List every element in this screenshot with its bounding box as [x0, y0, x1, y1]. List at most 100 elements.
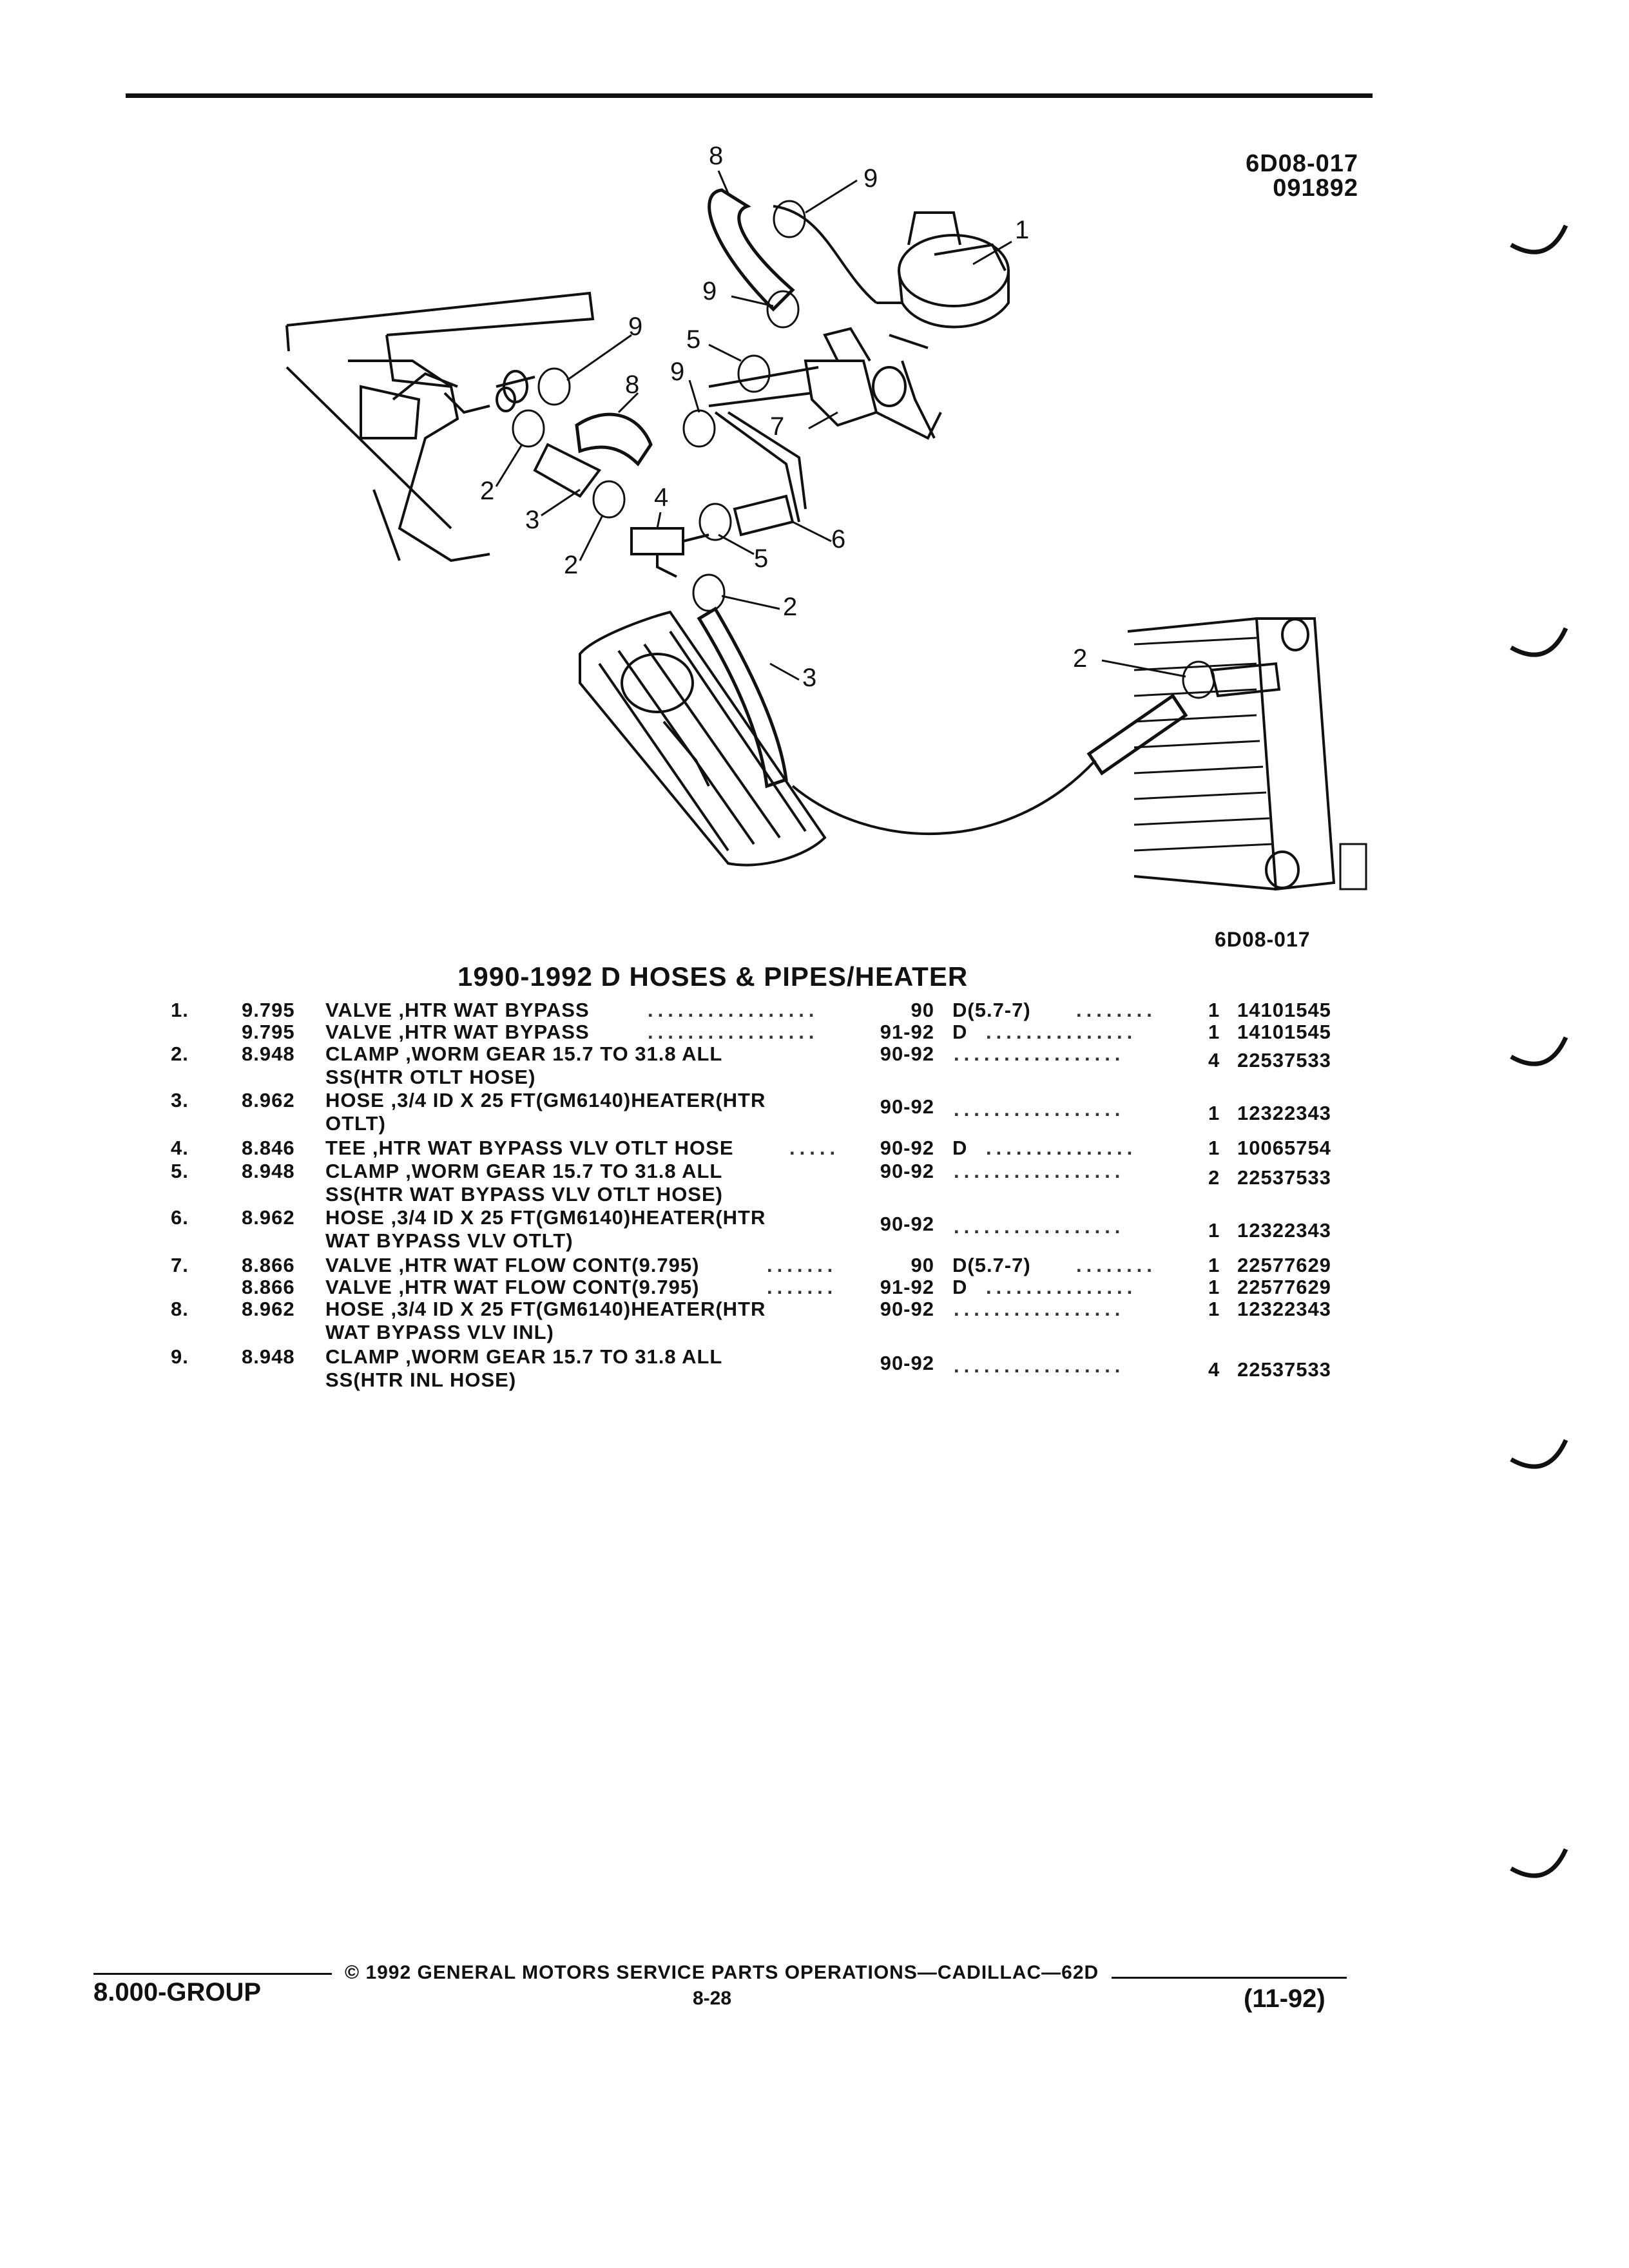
figure-code: 6D08-017 [1246, 150, 1358, 177]
part-number: 22577629 [1237, 1254, 1331, 1276]
section-title: 1990-1992 D HOSES & PIPES/HEATER [458, 961, 969, 992]
leader-dots: ....... [767, 1276, 838, 1298]
callout-label: 9 [628, 312, 642, 341]
part-description: CLAMP ,WORM GEAR 15.7 TO 31.8 ALL [325, 1160, 723, 1182]
item-number: 3. [171, 1089, 189, 1111]
illustration-code: 6D08-017 [1215, 928, 1311, 951]
leader-dots: ................. [954, 1354, 1125, 1377]
table-row: 2. 8.948 CLAMP ,WORM GEAR 15.7 TO 31.8 A… [0, 1043, 1629, 1089]
item-number: 8. [171, 1298, 189, 1320]
table-row: 5. 8.948 CLAMP ,WORM GEAR 15.7 TO 31.8 A… [0, 1160, 1629, 1206]
part-description-cont: WAT BYPASS VLV INL) [325, 1321, 554, 1343]
quantity: 1 [1208, 999, 1220, 1021]
group-number: 8.962 [242, 1298, 295, 1320]
leader-dots: ..... [789, 1137, 840, 1159]
item-number: 1. [171, 999, 189, 1021]
revision-date: (11-92) [1244, 1984, 1325, 2013]
table-row: 9.795 VALVE ,HTR WAT BYPASS ............… [0, 1021, 1629, 1044]
quantity: 4 [1208, 1049, 1220, 1072]
part-number: 14101545 [1237, 1021, 1331, 1043]
part-number: 12322343 [1237, 1102, 1331, 1124]
table-row: 9. 8.948 CLAMP ,WORM GEAR 15.7 TO 31.8 A… [0, 1345, 1629, 1392]
item-number: 5. [171, 1160, 189, 1182]
callout-label: 6 [831, 525, 845, 553]
part-description: VALVE ,HTR WAT BYPASS [325, 1021, 590, 1043]
item-number: 6. [171, 1206, 189, 1229]
part-number: 22537533 [1237, 1166, 1331, 1189]
callout-label: 7 [770, 412, 784, 441]
copyright-line: © 1992 GENERAL MOTORS SERVICE PARTS OPER… [345, 1962, 1099, 1983]
group-number: 8.948 [242, 1160, 295, 1182]
callout-label: 2 [564, 551, 578, 579]
callout-label: 9 [863, 164, 878, 193]
quantity: 1 [1208, 1137, 1220, 1159]
part-description: CLAMP ,WORM GEAR 15.7 TO 31.8 ALL [325, 1043, 723, 1065]
part-number: 12322343 [1237, 1219, 1331, 1242]
leader-dots: ................. [648, 999, 819, 1021]
table-row: 7. 8.866 VALVE ,HTR WAT FLOW CONT(9.795)… [0, 1254, 1629, 1277]
leader-dots: ................. [954, 1160, 1125, 1182]
model: D [952, 1021, 968, 1043]
quantity: 2 [1208, 1166, 1220, 1189]
callout-label: 8 [625, 370, 639, 399]
callout-label: 2 [783, 593, 797, 621]
part-description-cont: SS(HTR OTLT HOSE) [325, 1066, 536, 1088]
part-number: 22577629 [1237, 1276, 1331, 1298]
part-description-cont: SS(HTR INL HOSE) [325, 1369, 517, 1391]
item-number: 2. [171, 1043, 189, 1065]
leader-dots: ........ [1076, 999, 1157, 1021]
model: D [952, 1276, 968, 1298]
exploded-parts-illustration: 8 9 1 9 5 9 8 9 7 2 3 4 6 5 2 2 3 2 [285, 142, 1367, 891]
part-description: HOSE ,3/4 ID X 25 FT(GM6140)HEATER(HTR [325, 1298, 766, 1320]
part-description-cont: WAT BYPASS VLV OTLT) [325, 1229, 574, 1252]
page-number: 8-28 [693, 1988, 732, 2009]
part-number: 22537533 [1237, 1049, 1331, 1072]
callout-label: 9 [670, 358, 684, 386]
leader-dots: ............... [986, 1276, 1137, 1298]
group-label: 8.000-GROUP [93, 1978, 262, 2006]
part-number: 14101545 [1237, 999, 1331, 1021]
footer-rule-right [1112, 1977, 1347, 1979]
callout-label: 3 [802, 664, 816, 692]
callout-label: 9 [702, 277, 717, 305]
top-rule [126, 93, 1373, 98]
group-number: 8.846 [242, 1137, 295, 1159]
callout-label: 5 [754, 544, 768, 573]
leader-dots: ............... [986, 1137, 1137, 1159]
years: 90-92 [880, 1160, 934, 1182]
callout-label: 8 [709, 142, 723, 170]
group-number: 8.948 [242, 1345, 295, 1368]
years: 90-92 [880, 1352, 934, 1374]
item-number: 4. [171, 1137, 189, 1159]
model: D(5.7-7) [952, 999, 1031, 1021]
table-row: 8. 8.962 HOSE ,3/4 ID X 25 FT(GM6140)HEA… [0, 1298, 1629, 1344]
group-number: 8.962 [242, 1089, 295, 1111]
table-row: 4. 8.846 TEE ,HTR WAT BYPASS VLV OTLT HO… [0, 1137, 1629, 1160]
years: 90-92 [880, 1213, 934, 1235]
group-number: 8.866 [242, 1254, 295, 1276]
years: 91-92 [880, 1276, 934, 1298]
group-number: 8.866 [242, 1276, 295, 1298]
years: 90 [911, 999, 934, 1021]
years: 90-92 [880, 1095, 934, 1118]
part-description: HOSE ,3/4 ID X 25 FT(GM6140)HEATER(HTR [325, 1089, 766, 1111]
leader-dots: ........ [1076, 1254, 1157, 1276]
part-description: HOSE ,3/4 ID X 25 FT(GM6140)HEATER(HTR [325, 1206, 766, 1229]
table-row: 3. 8.962 HOSE ,3/4 ID X 25 FT(GM6140)HEA… [0, 1089, 1629, 1135]
callout-label: 2 [480, 477, 494, 505]
group-number: 8.962 [242, 1206, 295, 1229]
item-number: 7. [171, 1254, 189, 1276]
years: 90-92 [880, 1137, 934, 1159]
part-description: VALVE ,HTR WAT FLOW CONT(9.795) [325, 1254, 700, 1276]
table-row: 6. 8.962 HOSE ,3/4 ID X 25 FT(GM6140)HEA… [0, 1206, 1629, 1253]
quantity: 1 [1208, 1102, 1220, 1124]
binding-hook-mark [1510, 627, 1568, 657]
binding-hook-mark [1510, 1848, 1568, 1878]
part-number: 10065754 [1237, 1137, 1331, 1159]
leader-dots: ................. [954, 1298, 1125, 1320]
quantity: 1 [1208, 1021, 1220, 1043]
callout-label: 4 [654, 483, 668, 512]
leader-dots: ................. [648, 1021, 819, 1043]
part-description: VALVE ,HTR WAT FLOW CONT(9.795) [325, 1276, 700, 1298]
quantity: 1 [1208, 1298, 1220, 1320]
